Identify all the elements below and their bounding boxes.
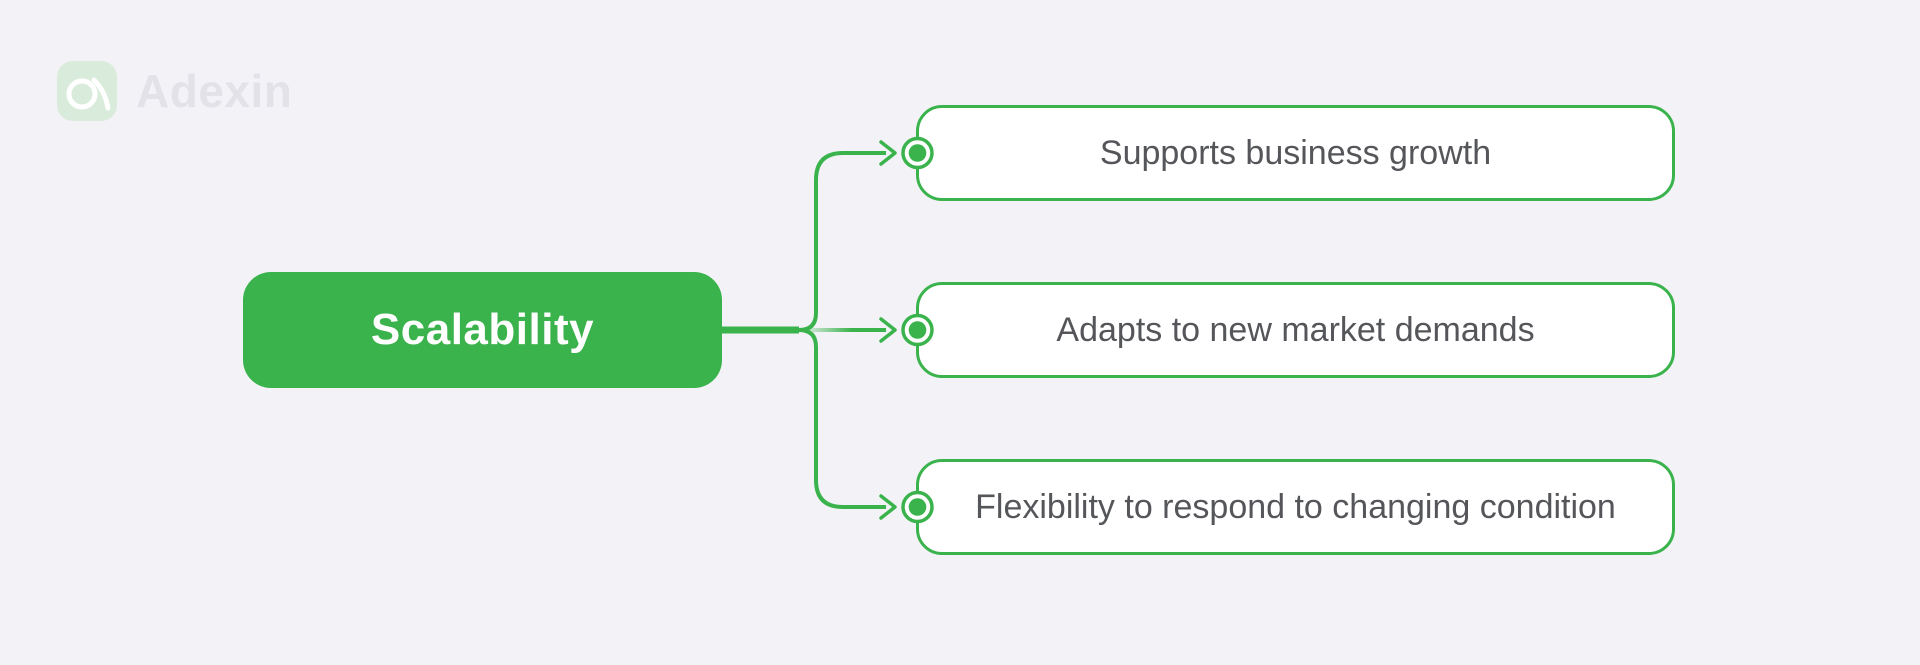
node-flexibility-changing-condition: Flexibility to respond to changing condi… bbox=[916, 459, 1675, 555]
node-adapts-market-demands: Adapts to new market demands bbox=[916, 282, 1675, 378]
branch-node-label: Supports business growth bbox=[1099, 133, 1492, 172]
adexin-wordmark: Adexin bbox=[136, 65, 293, 117]
arrowhead-top-icon bbox=[879, 140, 897, 166]
node-supports-business-growth: Supports business growth bbox=[916, 105, 1675, 201]
connector-top bbox=[798, 151, 886, 332]
arrowhead-middle-icon bbox=[879, 317, 897, 343]
adexin-a-glyph bbox=[66, 77, 111, 111]
adexin-logo: Adexin bbox=[57, 61, 292, 121]
adexin-a-icon bbox=[57, 61, 117, 121]
node-scalability: Scalability bbox=[243, 272, 722, 388]
connector-bottom bbox=[798, 328, 886, 509]
arrowhead-bottom-icon bbox=[879, 494, 897, 520]
node-scalability-label: Scalability bbox=[370, 305, 595, 354]
branch-node-label: Flexibility to respond to changing condi… bbox=[975, 487, 1616, 526]
branch-node-label: Adapts to new market demands bbox=[1056, 310, 1535, 349]
